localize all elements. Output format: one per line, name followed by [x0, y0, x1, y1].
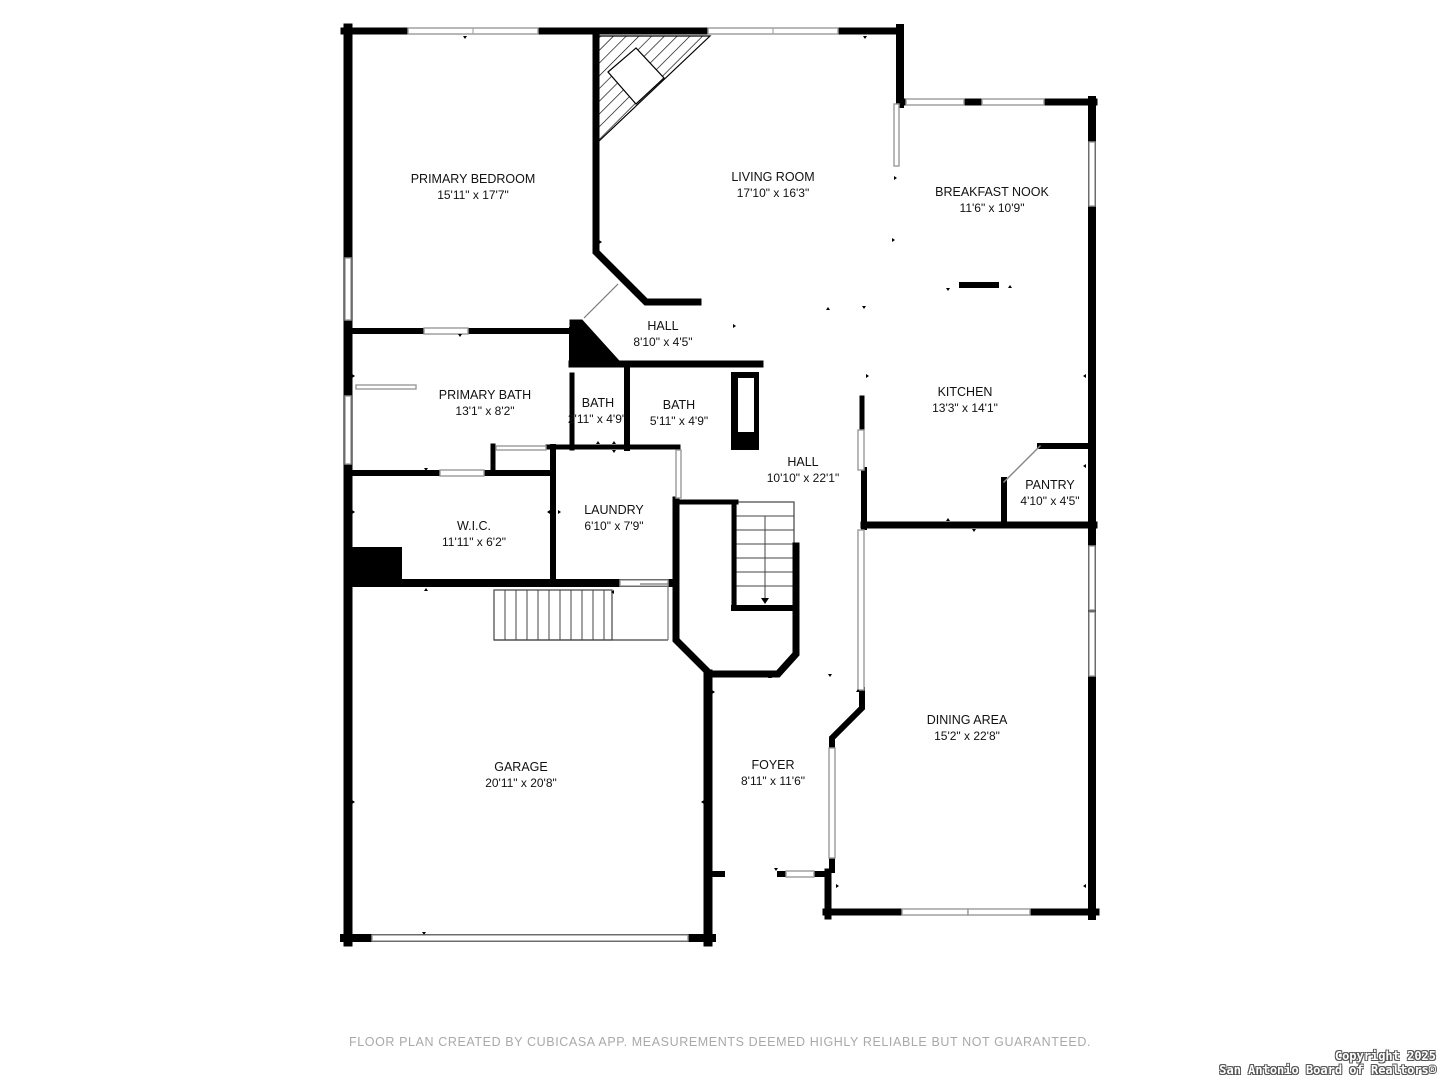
room-dining-area: DINING AREA 15'2" x 22'8" [927, 713, 1008, 743]
room-dims: 2'11" x 4'9" [568, 412, 626, 426]
walls [340, 23, 1100, 947]
room-living-room: LIVING ROOM 17'10" x 16'3" [731, 170, 814, 200]
room-name: LAUNDRY [584, 503, 644, 517]
room-dims: 6'10" x 7'9" [584, 519, 643, 533]
room-name: LIVING ROOM [731, 170, 814, 184]
room-name: HALL [647, 319, 678, 333]
room-dims: 5'11" x 4'9" [650, 414, 708, 428]
room-name: BATH [663, 398, 695, 412]
plan-disclaimer: FLOOR PLAN CREATED BY CUBICASA APP. MEAS… [348, 1035, 1092, 1049]
room-name: BREAKFAST NOOK [935, 185, 1049, 199]
room-name: HALL [787, 455, 818, 469]
room-dims: 8'10" x 4'5" [633, 335, 692, 349]
room-dims: 10'10" x 22'1" [767, 471, 840, 485]
room-dims: 15'11" x 17'7" [437, 188, 509, 202]
room-dims: 11'11" x 6'2" [442, 535, 506, 549]
room-dims: 11'6" x 10'9" [960, 201, 1025, 215]
copyright-watermark: Copyright 2025 San Antonio Board of Real… [1219, 1049, 1436, 1077]
room-bath: BATH 5'11" x 4'9" [650, 398, 708, 428]
room-pantry: PANTRY 4'10" x 4'5" [1020, 478, 1079, 508]
room-foyer: FOYER 8'11" x 11'6" [741, 758, 805, 788]
room-name: PANTRY [1025, 478, 1075, 492]
room-dims: 4'10" x 4'5" [1020, 494, 1079, 508]
room-laundry: LAUNDRY 6'10" x 7'9" [584, 503, 644, 533]
room-name: FOYER [751, 758, 794, 772]
room-breakfast-nook: BREAKFAST NOOK 11'6" x 10'9" [935, 185, 1049, 215]
hall-stairs [735, 501, 795, 607]
room-wic: W.I.C. 11'11" x 6'2" [442, 519, 506, 549]
room-name: GARAGE [494, 760, 548, 774]
room-name: DINING AREA [927, 713, 1008, 727]
room-dims: 13'3" x 14'1" [932, 401, 998, 415]
copyright-line: Copyright 2025 [1334, 1049, 1436, 1063]
door-swings [583, 283, 669, 640]
room-primary-bedroom: PRIMARY BEDROOM 15'11" x 17'7" [411, 172, 536, 202]
garage-stairs [493, 589, 668, 641]
fireplace-hatch [597, 35, 712, 144]
room-name: W.I.C. [457, 519, 491, 533]
room-name: PRIMARY BEDROOM [411, 172, 536, 186]
room-name: BATH [582, 396, 614, 410]
copyright-owner: San Antonio Board of Realtors® [1219, 1063, 1436, 1077]
room-primary-bath: PRIMARY BATH 13'1" x 8'2" [439, 388, 531, 418]
room-dims: 20'11" x 20'8" [485, 776, 557, 790]
windows [344, 27, 1096, 942]
room-name: KITCHEN [938, 385, 993, 399]
room-name: PRIMARY BATH [439, 388, 531, 402]
room-hall-main: HALL 10'10" x 22'1" [767, 455, 840, 485]
room-dims: 15'2" x 22'8" [934, 729, 1000, 743]
room-bath-small: BATH 2'11" x 4'9" [568, 396, 626, 426]
room-labels: PRIMARY BEDROOM 15'11" x 17'7" LIVING RO… [411, 170, 1080, 790]
room-dims: 8'11" x 11'6" [741, 774, 805, 788]
room-garage: GARAGE 20'11" x 20'8" [485, 760, 557, 790]
dimension-markers [352, 36, 1086, 935]
room-dims: 17'10" x 16'3" [737, 186, 810, 200]
room-hall-upper: HALL 8'10" x 4'5" [633, 319, 692, 349]
room-dims: 13'1" x 8'2" [455, 404, 514, 418]
room-kitchen: KITCHEN 13'3" x 14'1" [932, 385, 998, 415]
